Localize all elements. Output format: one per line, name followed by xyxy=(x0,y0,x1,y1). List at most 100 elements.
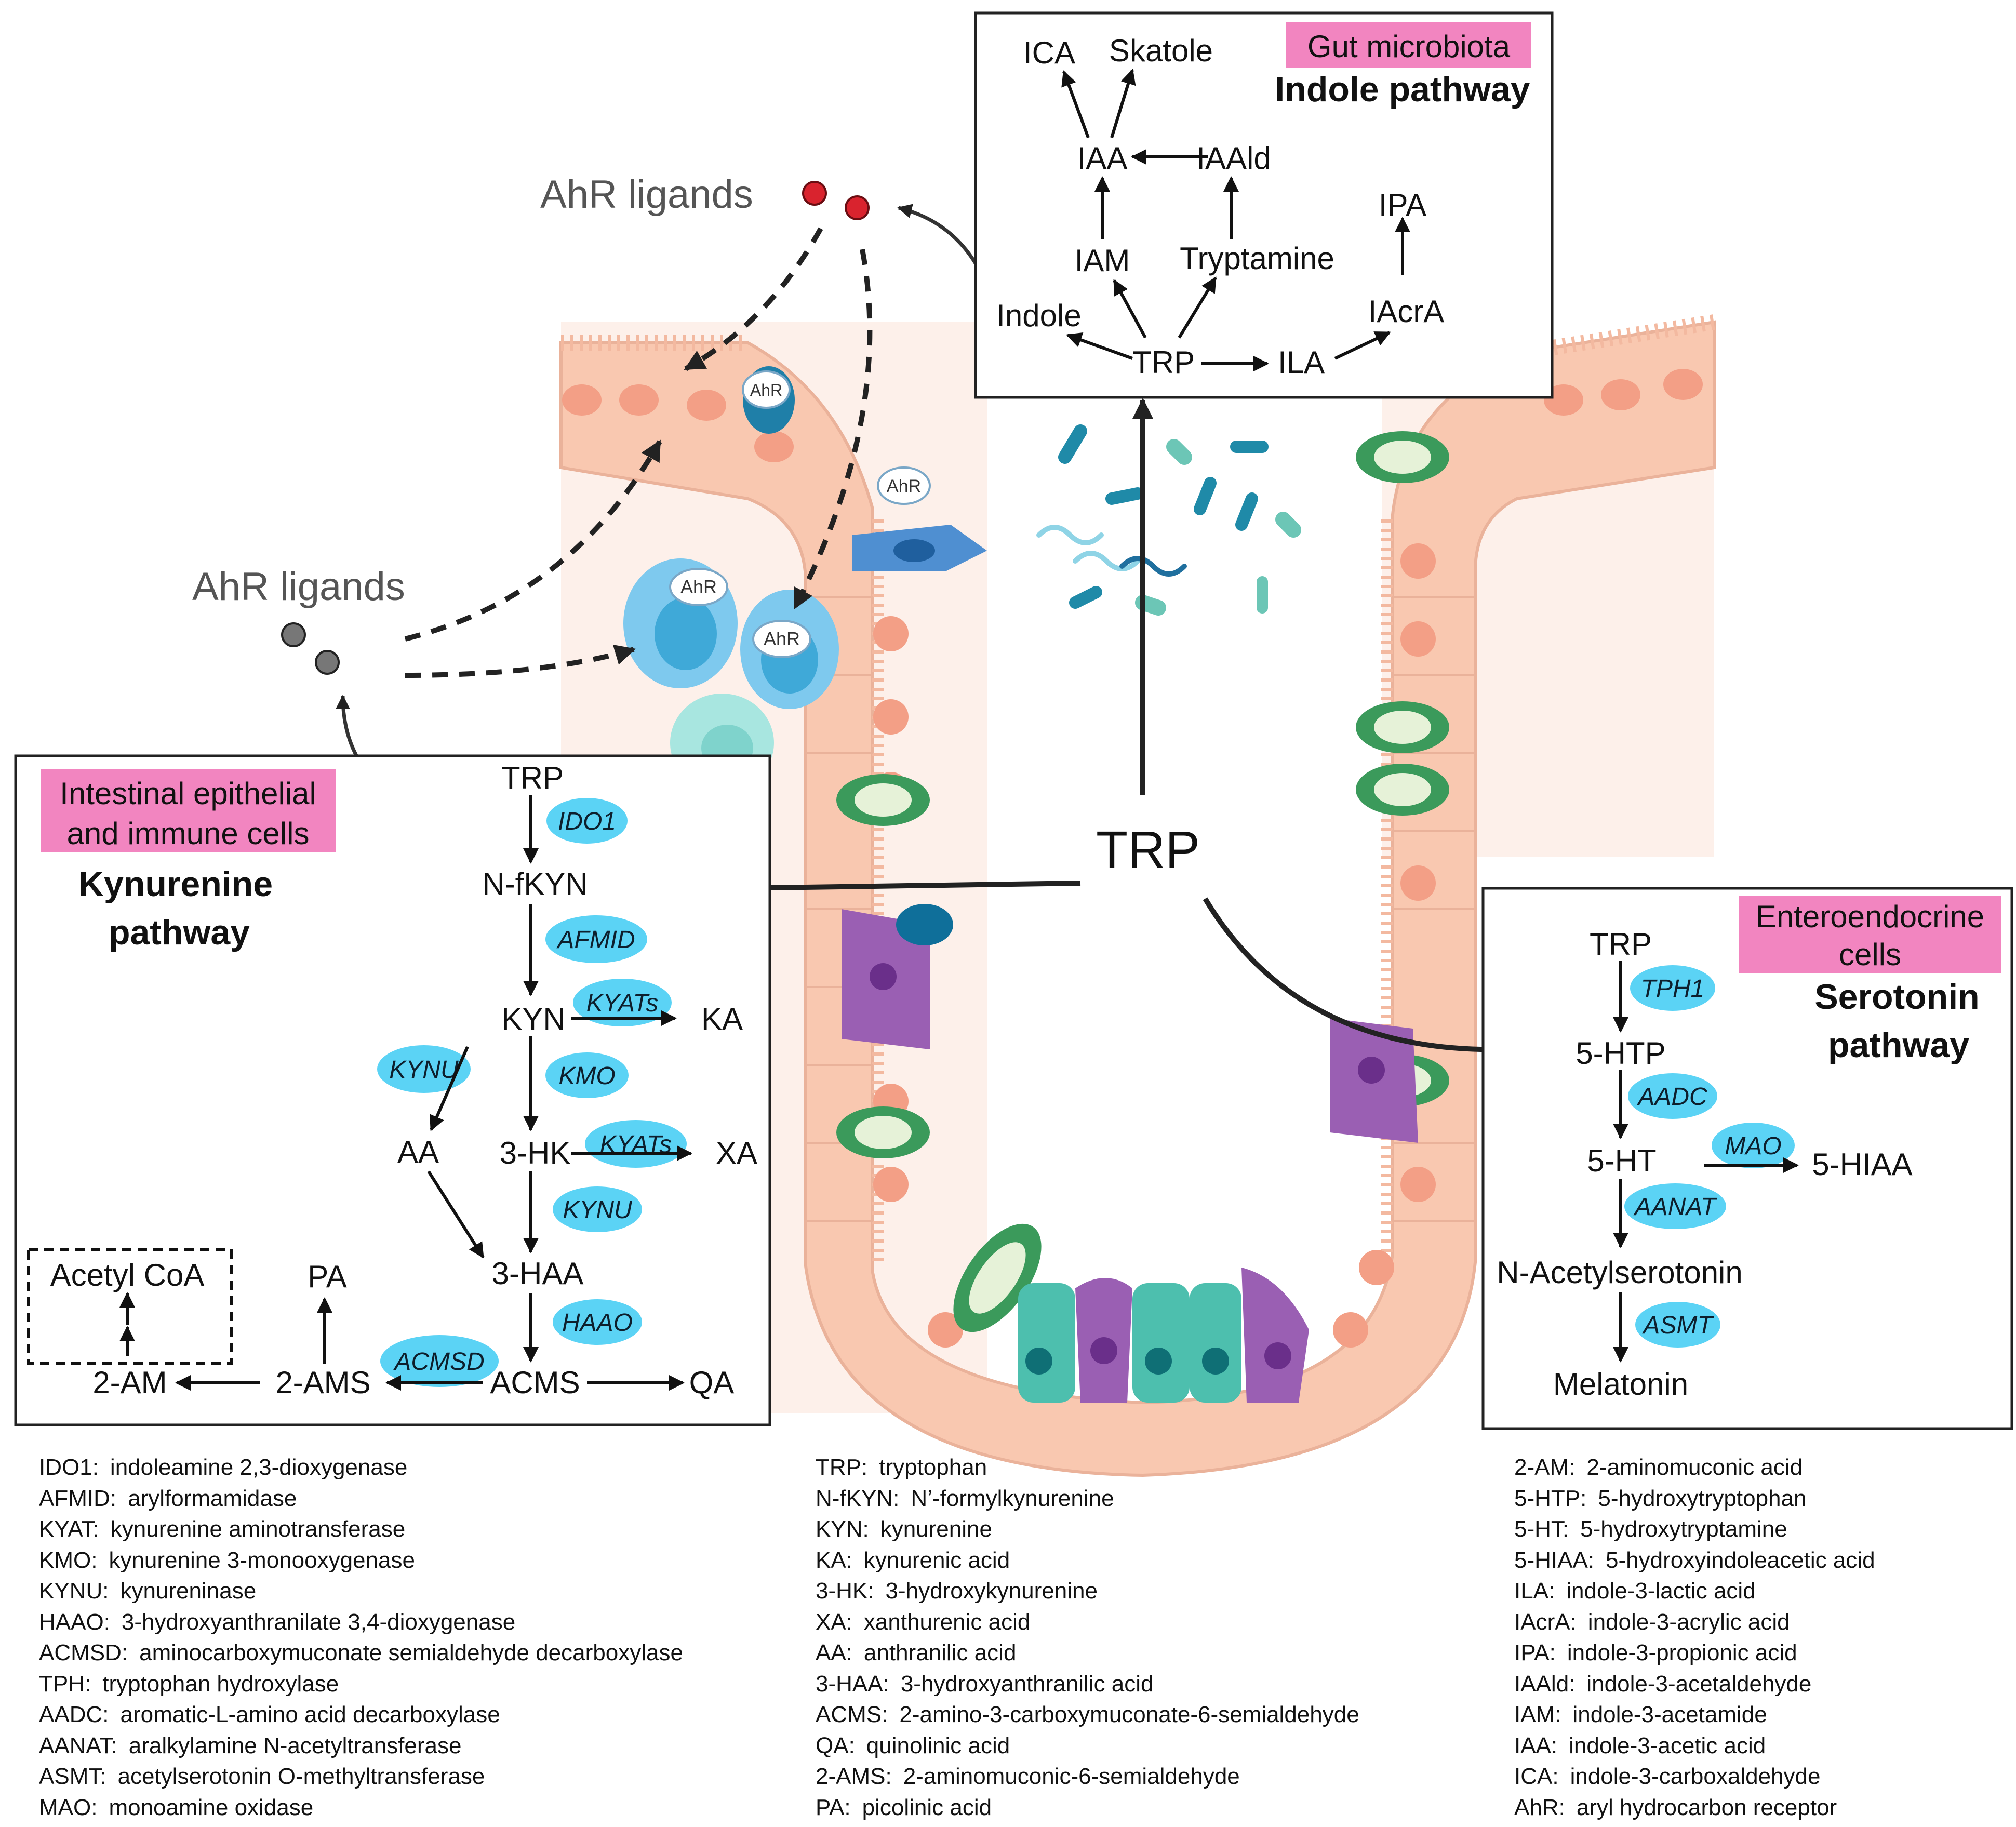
node-acetyl-coa: Acetyl CoA xyxy=(50,1258,205,1292)
legend-item: 2-AM:2-aminomuconic acid xyxy=(1514,1455,1803,1480)
kynurenine-panel-tag-line1: Intestinal epithelial xyxy=(60,776,316,811)
legend-item: IPA:indole-3-propionic acid xyxy=(1514,1640,1797,1665)
legend-item: N-fKYN:N’-formylkynurenine xyxy=(816,1485,1114,1511)
legend-item: MAO:monoamine oxidase xyxy=(39,1794,314,1820)
legend-item: TPH:tryptophan hydroxylase xyxy=(39,1671,339,1697)
ahr-ligands-left: AhR ligands xyxy=(192,565,405,675)
legend-item: AFMID:arylformamidase xyxy=(39,1485,297,1511)
node-acms: ACMS xyxy=(490,1365,580,1400)
node-iaa: IAA xyxy=(1077,141,1128,176)
legend-item: ICA:indole-3-carboxaldehyde xyxy=(1514,1764,1821,1789)
ahr-receptor-label: AhR xyxy=(887,476,921,496)
legend-item: 5-HTP:5-hydroxytryptophan xyxy=(1514,1485,1807,1511)
legend-item: 3-HK:3-hydroxykynurenine xyxy=(816,1578,1098,1604)
legend-item: ASMT:acetylserotonin O-methyltransferase xyxy=(39,1764,485,1789)
node-indole: Indole xyxy=(996,298,1081,333)
legend-item: XA:xanthurenic acid xyxy=(816,1609,1031,1635)
legend-item: PA:picolinic acid xyxy=(816,1794,992,1820)
node-tryptamine: Tryptamine xyxy=(1180,241,1334,276)
gut-bacteria xyxy=(1036,424,1301,616)
legend-column-enzymes: IDO1:indoleamine 2,3-dioxygenase AFMID:a… xyxy=(39,1452,683,1823)
legend-item: IDO1:indoleamine 2,3-dioxygenase xyxy=(39,1455,408,1480)
legend-item: 5-HT:5-hydroxytryptamine xyxy=(1514,1516,1787,1542)
node-2-ams: 2-AMS xyxy=(275,1365,370,1400)
legend-item: IAAld:indole-3-acetaldehyde xyxy=(1514,1671,1812,1697)
serotonin-panel-title-line1: Serotonin xyxy=(1814,977,1979,1017)
node-n-acetylserotonin: N-Acetylserotonin xyxy=(1497,1255,1743,1290)
ahr-receptor-label: AhR xyxy=(750,381,782,399)
legend-item: QA:quinolinic acid xyxy=(816,1732,1010,1758)
enzyme-kynu: KYNU xyxy=(389,1056,459,1084)
indole-panel-title: Indole pathway xyxy=(1275,70,1530,109)
ahr-ligands-label: AhR ligands xyxy=(192,565,405,609)
node-5-hiaa: 5-HIAA xyxy=(1812,1147,1912,1182)
enzyme-aadc: AADC xyxy=(1636,1083,1707,1111)
serotonin-panel-tag-line2: cells xyxy=(1839,937,1901,972)
legend-item: TRP:tryptophan xyxy=(816,1455,987,1480)
enzyme-afmid: AFMID xyxy=(556,926,635,954)
node-3-hk: 3-HK xyxy=(500,1136,571,1170)
ahr-receptor-label: AhR xyxy=(680,576,717,597)
legend-item: KYN:kynurenine xyxy=(816,1516,992,1542)
legend-item: ACMSD:aminocarboxymuconate semialdehyde … xyxy=(39,1640,683,1665)
legend-item: AhR:aryl hydrocarbon receptor xyxy=(1514,1794,1837,1820)
node-kyn: KYN xyxy=(501,1002,565,1036)
node-melatonin: Melatonin xyxy=(1553,1367,1688,1402)
legend-item: AADC:aromatic-L-amino acid decarboxylase xyxy=(39,1702,500,1727)
node-2-am: 2-AM xyxy=(92,1365,167,1400)
enzyme-kyats: KYATs xyxy=(586,990,659,1017)
legend-item: 3-HAA:3-hydroxyanthranilic acid xyxy=(816,1671,1154,1697)
enzyme-tph1: TPH1 xyxy=(1641,975,1705,1003)
ahr-receptor-label: AhR xyxy=(764,628,800,649)
node-xa: XA xyxy=(716,1136,757,1170)
legend-item: KMO:kynurenine 3-monooxygenase xyxy=(39,1547,415,1573)
legend-item: 5-HIAA:5-hydroxyindoleacetic acid xyxy=(1514,1547,1875,1573)
legend-column-metabolites-2: 2-AM:2-aminomuconic acid 5-HTP:5-hydroxy… xyxy=(1514,1452,1875,1823)
node-5-htp: 5-HTP xyxy=(1576,1036,1665,1071)
legend-item: HAAO:3-hydroxyanthranilate 3,4-dioxygena… xyxy=(39,1609,516,1635)
enzyme-kmo: KMO xyxy=(558,1062,615,1090)
ahr-immune-cells: AhR AhR AhR AhR xyxy=(623,366,931,792)
kynurenine-panel-title-line2: pathway xyxy=(109,913,250,952)
ahr-ligands-label: AhR ligands xyxy=(540,172,753,217)
ahr-ligands-top: AhR ligands xyxy=(540,172,870,220)
enzyme-kynu: KYNU xyxy=(563,1196,632,1224)
legend-item: IAM:indole-3-acetamide xyxy=(1514,1702,1767,1727)
legend-item: ILA:indole-3-lactic acid xyxy=(1514,1578,1756,1604)
legend-item: KA:kynurenic acid xyxy=(816,1547,1010,1573)
legend-item: AA:anthranilic acid xyxy=(816,1640,1017,1665)
node-5-ht: 5-HT xyxy=(1587,1143,1656,1178)
node-ka: KA xyxy=(701,1002,743,1036)
legend-item: AANAT:aralkylamine N-acetyltransferase xyxy=(39,1732,462,1758)
node-trp: TRP xyxy=(1132,345,1195,380)
node-n-fkyn: N-fKYN xyxy=(482,866,588,901)
node-iacra: IAcrA xyxy=(1368,294,1445,329)
indole-pathway-panel: Gut microbiota Indole pathway ICA Skatol… xyxy=(974,11,1554,399)
indole-panel-tag: Gut microbiota xyxy=(1307,29,1511,64)
enzyme-acmsd: ACMSD xyxy=(393,1348,484,1376)
kynurenine-panel-title-line1: Kynurenine xyxy=(78,864,273,904)
kynurenine-pathway-panel: Intestinal epithelial and immune cells K… xyxy=(14,754,771,1426)
pathway-flow-arrows xyxy=(336,204,1508,1060)
legend-item: 2-AMS:2-aminomuconic-6-semialdehyde xyxy=(816,1764,1240,1789)
node-qa: QA xyxy=(689,1365,735,1400)
node-trp: TRP xyxy=(501,761,564,795)
node-iam: IAM xyxy=(1075,243,1130,278)
legend-item: KYAT:kynurenine aminotransferase xyxy=(39,1516,406,1542)
enzyme-mao: MAO xyxy=(1725,1132,1781,1160)
serotonin-pathway-panel: Enteroendocrine cells Serotonin pathway … xyxy=(1481,887,2013,1430)
node-trp: TRP xyxy=(1590,927,1652,962)
node-ica: ICA xyxy=(1023,35,1075,70)
node-3-haa: 3-HAA xyxy=(492,1256,584,1291)
node-skatole: Skatole xyxy=(1109,33,1213,68)
enzyme-ido1: IDO1 xyxy=(558,808,616,835)
legend-item: ACMS:2-amino-3-carboxymuconate-6-semiald… xyxy=(816,1702,1359,1727)
node-aa: AA xyxy=(397,1135,439,1169)
enzyme-asmt: ASMT xyxy=(1641,1312,1714,1339)
legend-column-metabolites: TRP:tryptophan N-fKYN:N’-formylkynurenin… xyxy=(816,1452,1359,1823)
legend-item: IAcrA:indole-3-acrylic acid xyxy=(1514,1609,1790,1635)
kynurenine-panel-tag-line2: and immune cells xyxy=(67,816,310,851)
legend-item: IAA:indole-3-acetic acid xyxy=(1514,1732,1766,1758)
serotonin-panel-tag-line1: Enteroendocrine xyxy=(1756,899,1984,934)
